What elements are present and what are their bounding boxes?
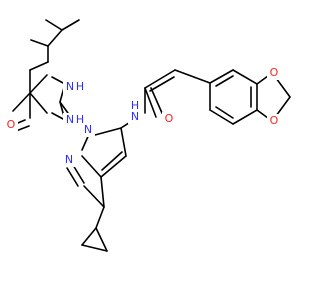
amide-oxygen: O — [165, 112, 174, 125]
ring-nitrogen-bottom-label: N H — [63, 113, 84, 127]
amide-oxygen-label: O — [162, 112, 176, 126]
lactam-oxygen: O — [7, 118, 16, 131]
pyrazole-nitrogen-1: N — [84, 123, 92, 136]
amide-nitrogen: N — [131, 110, 139, 123]
ring-nitrogen-bottom: N — [66, 113, 74, 126]
dioxole-oxygen-bottom-label: O — [267, 114, 281, 128]
amide-hydrogen: H — [131, 99, 139, 112]
dioxole-oxygen-top: O — [270, 66, 279, 79]
ring-nitrogen-top-label: N H — [63, 80, 84, 94]
pyrazole-nitrogen-2: N — [65, 153, 73, 166]
molecule-diagram: N H O O O N N N H N H — [4, 19, 291, 252]
amide-nitrogen-label: N H — [128, 99, 142, 124]
pyrazole-nitrogen-1-label: N — [81, 123, 95, 137]
dioxole-oxygen-bottom: O — [270, 114, 279, 127]
structure-drawing: N H O O O N N N H N H — [4, 19, 291, 252]
ring-hydrogen-bottom: H — [76, 113, 84, 126]
ring-hydrogen-top: H — [76, 80, 84, 93]
lactam-oxygen-label: O — [4, 118, 18, 132]
dioxole-oxygen-top-label: O — [267, 66, 281, 80]
atom-labels: N H O O O N N N H N H — [4, 66, 281, 167]
pyrazole-nitrogen-2-label: N — [62, 153, 76, 167]
bonds — [12, 19, 291, 252]
ring-nitrogen-top: N — [66, 80, 74, 93]
